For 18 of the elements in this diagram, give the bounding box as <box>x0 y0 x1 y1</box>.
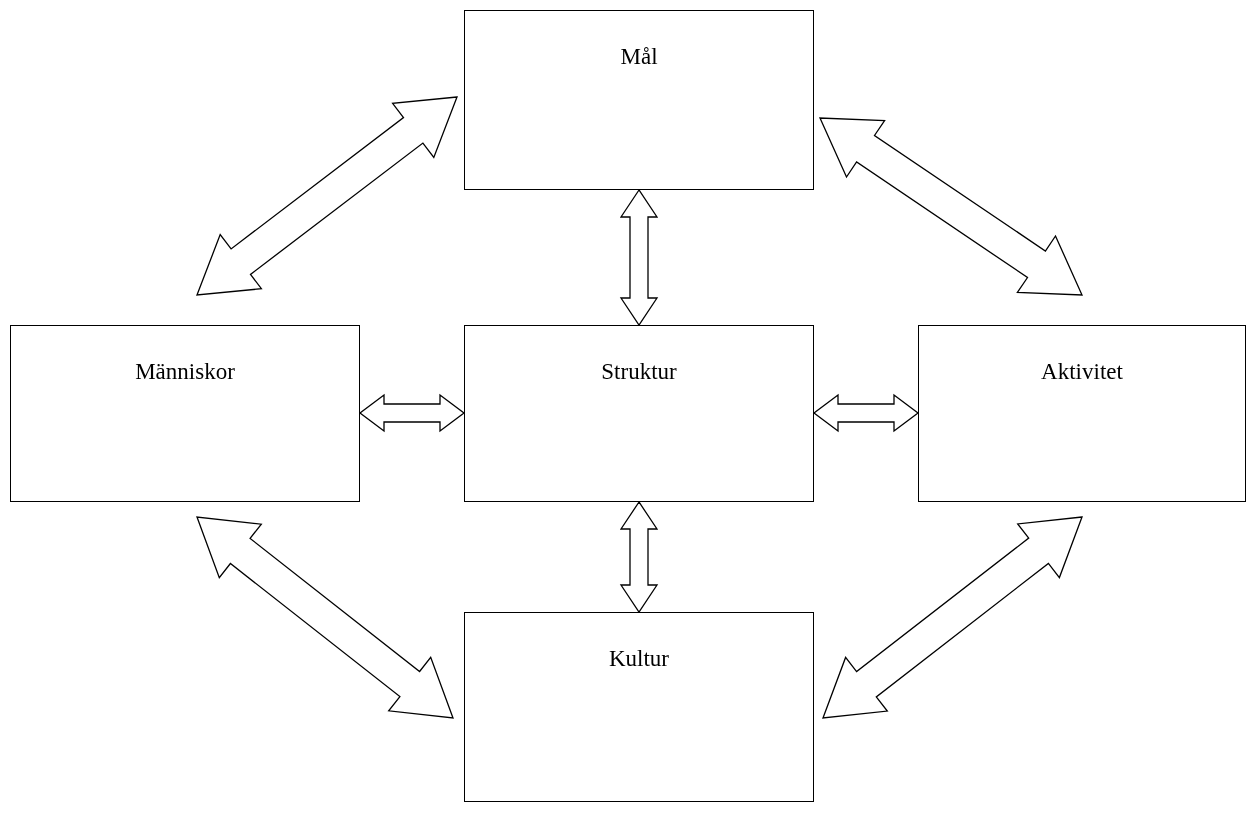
process-box <box>464 10 814 190</box>
box-label: Struktur <box>601 359 677 385</box>
box-label: Aktivitet <box>1041 359 1123 385</box>
double-block-arrow <box>619 500 659 614</box>
double-block-arrow <box>196 96 458 296</box>
process-box <box>464 325 814 502</box>
box-label: Människor <box>135 359 235 385</box>
process-box <box>464 612 814 802</box>
double-block-arrow <box>818 117 1084 296</box>
double-block-arrow <box>196 516 454 719</box>
box-label: Kultur <box>608 646 670 672</box>
process-box <box>10 325 360 502</box>
process-box <box>918 325 1246 502</box>
double-block-arrow <box>358 393 466 433</box>
double-block-arrow <box>619 188 659 327</box>
double-block-arrow <box>812 393 920 433</box>
box-label: Mål <box>620 44 658 70</box>
double-block-arrow <box>822 516 1083 719</box>
